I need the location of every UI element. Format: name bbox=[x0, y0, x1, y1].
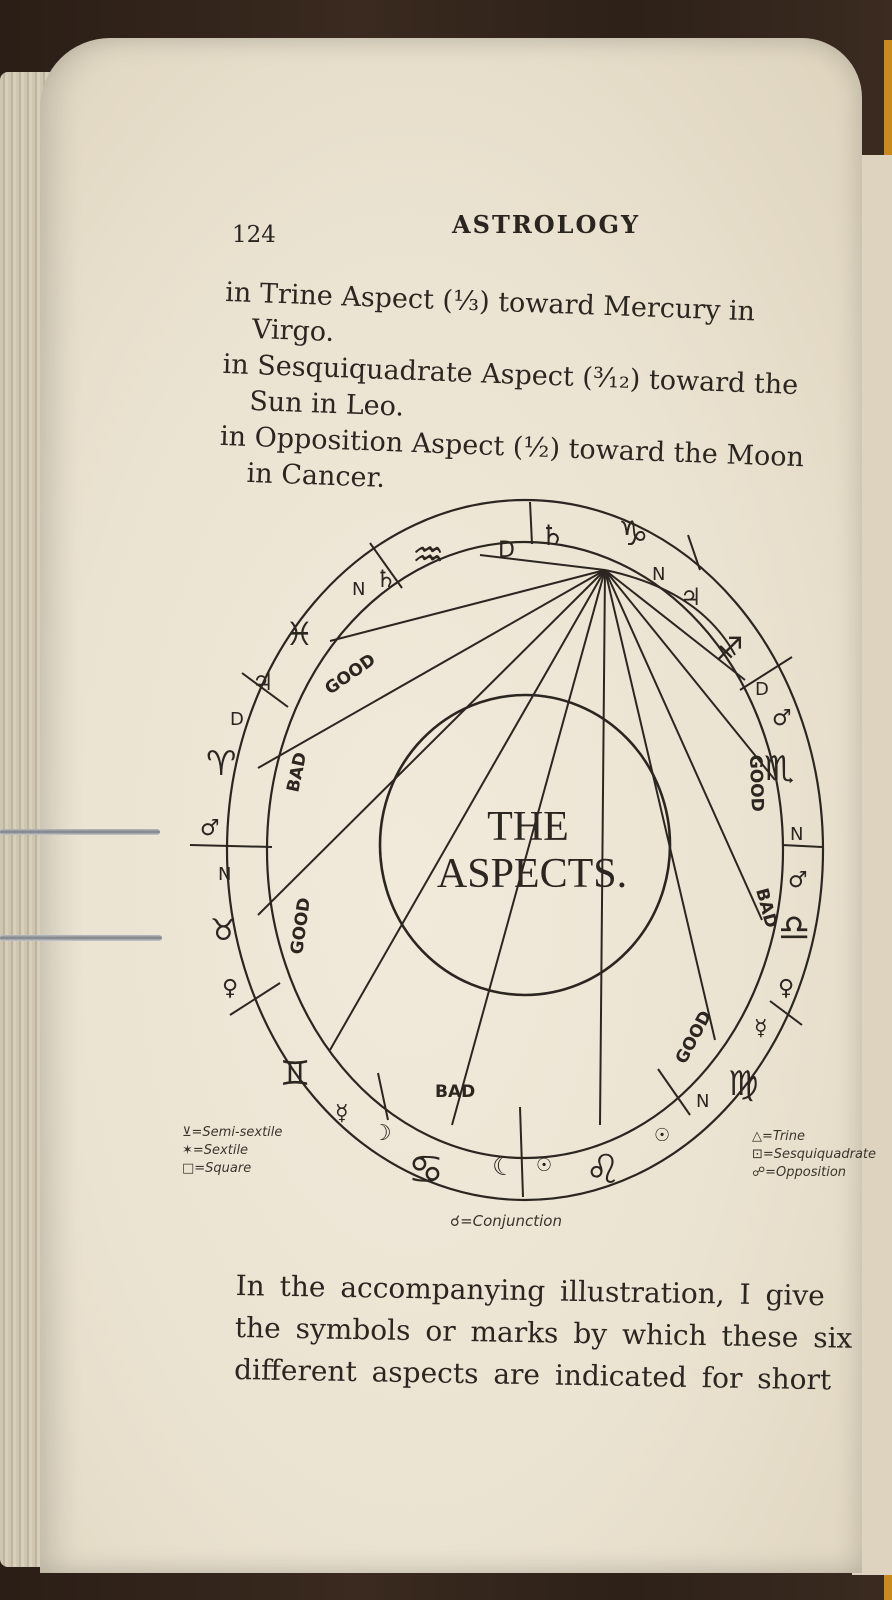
aries-symbol: ♈ bbox=[206, 744, 236, 784]
label-good-3: GOOD bbox=[672, 1008, 716, 1068]
legend-right: △=Trine ⊡=Sesquiquadrate ☍=Opposition bbox=[752, 1128, 876, 1182]
mars-symbol-2: ♂ bbox=[788, 868, 808, 893]
legend-square: □=Square bbox=[182, 1161, 252, 1176]
legend-left: ⊻=Semi-sextile ✶=Sextile □=Square bbox=[182, 1124, 282, 1178]
legend-opposition: ☍=Opposition bbox=[752, 1165, 847, 1180]
cancer-symbol: ♋ bbox=[408, 1147, 444, 1193]
sun-symbol: ☉ bbox=[536, 1155, 552, 1176]
mercury-symbol: ☿ bbox=[335, 1101, 349, 1126]
n-label-left: N bbox=[218, 864, 231, 885]
virgo-symbol: ♍ bbox=[728, 1064, 758, 1104]
diagram-title-line1: THE bbox=[487, 804, 569, 850]
legend-trine: △=Trine bbox=[752, 1129, 806, 1144]
aspects-diagram: THE ASPECTS. ♑ ♄ D ♒ ♄ N ♓ ♃ D ♈ ♂ N ♉ ♀… bbox=[189, 498, 825, 1202]
label-good-1: GOOD bbox=[321, 650, 379, 699]
running-head: ASTROLOGY bbox=[452, 210, 641, 239]
sun-symbol-2: ☉ bbox=[654, 1125, 670, 1146]
leo-symbol: ♌ bbox=[585, 1147, 621, 1193]
diagram-title-line2: ASPECTS. bbox=[437, 851, 627, 897]
moon-symbol-2: ☾ bbox=[492, 1152, 515, 1182]
n-label-top: N bbox=[352, 579, 365, 600]
mars-symbol: ♂ bbox=[200, 816, 220, 841]
n-label-top-right: N bbox=[652, 564, 665, 585]
n-label-bottom: N bbox=[696, 1091, 709, 1112]
label-bad-2: BAD bbox=[435, 1082, 475, 1102]
zodiac-inner-ring bbox=[265, 540, 785, 1160]
d-label-right: D bbox=[755, 679, 769, 700]
capricorn-symbol: ♑ bbox=[618, 514, 648, 554]
book-page bbox=[40, 38, 862, 1573]
taurus-symbol: ♉ bbox=[210, 913, 237, 948]
legend-semi-sextile: ⊻=Semi-sextile bbox=[182, 1125, 283, 1140]
venus-symbol-2: ♀ bbox=[778, 976, 794, 1001]
saturn-symbol: ♄ bbox=[540, 519, 565, 552]
d-label-top: D bbox=[498, 538, 515, 563]
jupiter-symbol-2: ♃ bbox=[680, 583, 702, 611]
paperclip-upper bbox=[0, 829, 160, 835]
gemini-symbol: ♊ bbox=[280, 1054, 310, 1094]
label-bad-1: BAD bbox=[283, 751, 311, 795]
saturn-symbol-2: ♄ bbox=[375, 565, 397, 593]
moon-symbol: ☽ bbox=[372, 1121, 392, 1146]
n-label-right: N bbox=[790, 824, 803, 845]
scorpio-symbol: ♏ bbox=[764, 749, 794, 789]
sagittarius-symbol: ♐ bbox=[715, 630, 744, 668]
paperclip-lower bbox=[0, 935, 162, 941]
legend-sesquiquadrate: ⊡=Sesquiquadrate bbox=[752, 1147, 877, 1162]
body-paragraph: In the accompanying illustration, I give… bbox=[234, 1265, 853, 1401]
label-good-2: GOOD bbox=[287, 896, 315, 955]
legend-sextile: ✶=Sextile bbox=[182, 1143, 249, 1158]
legend-conjunction: ☌=Conjunction bbox=[450, 1212, 562, 1230]
jupiter-symbol: ♃ bbox=[252, 668, 274, 696]
d-label-left: D bbox=[230, 709, 244, 730]
mars-symbol-3: ♂ bbox=[772, 706, 792, 731]
venus-symbol: ♀ bbox=[222, 976, 238, 1001]
aquarius-symbol: ♒ bbox=[412, 535, 444, 576]
page-number: 124 bbox=[232, 222, 276, 248]
pisces-symbol: ♓ bbox=[285, 615, 314, 653]
aspect-list: in Trine Aspect (⅓) toward Mercury in Vi… bbox=[218, 275, 826, 513]
mercury-symbol-2: ☿ bbox=[754, 1016, 768, 1041]
zodiac-outer-ring bbox=[225, 498, 825, 1202]
libra-symbol: ♎ bbox=[778, 908, 810, 949]
label-good-4: GOOD bbox=[745, 754, 767, 812]
